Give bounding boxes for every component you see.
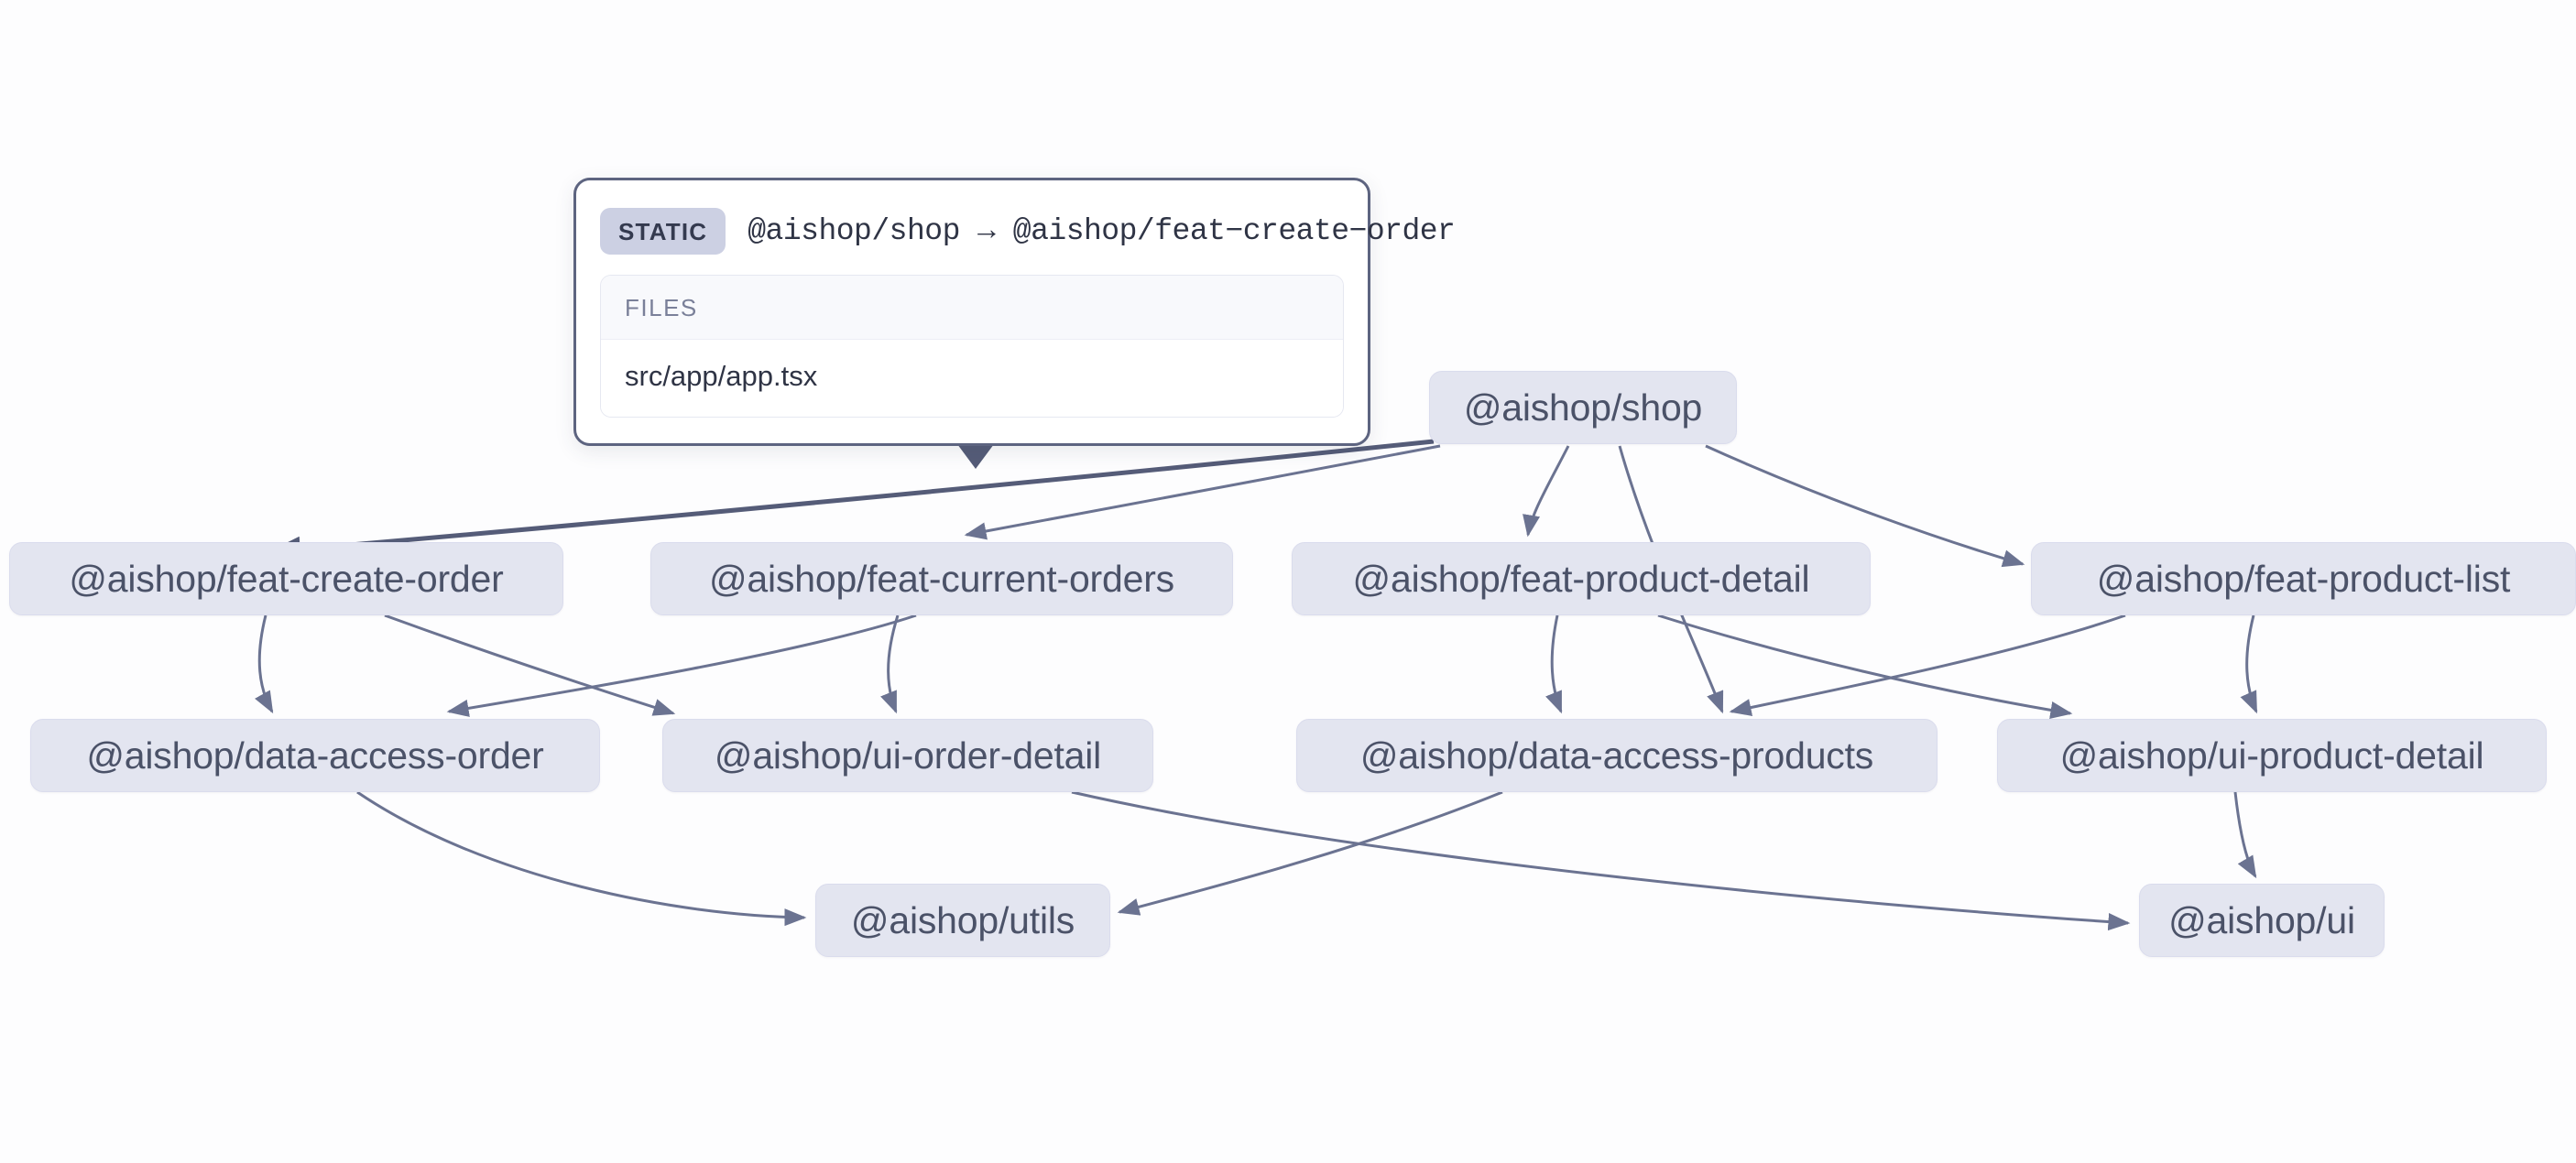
node-label: @aishop/feat-current-orders (709, 557, 1174, 600)
node-label: @aishop/utils (850, 898, 1075, 941)
node-utils[interactable]: @aishop/utils (815, 884, 1110, 957)
edge-feat-current-orders-to-ui-order-detail (880, 614, 900, 714)
node-label: @aishop/ui-product-detail (2059, 734, 2484, 777)
edge-data-access-products-to-utils (1117, 790, 1503, 916)
edge-data-access-order-to-utils (356, 790, 807, 927)
edge-ui-order-detail-to-ui (1071, 790, 2131, 931)
node-feat-product-list[interactable]: @aishop/feat-product-list (2031, 542, 2576, 615)
edge-feat-product-detail-to-data-access-products (1545, 614, 1563, 714)
node-label: @aishop/data-access-products (1359, 734, 1874, 777)
node-label: @aishop/ui-order-detail (714, 734, 1102, 777)
node-ui[interactable]: @aishop/ui (2139, 884, 2385, 957)
status-badge: STATIC (600, 208, 726, 255)
node-feat-product-detail[interactable]: @aishop/feat-product-detail (1292, 542, 1871, 615)
node-feat-create-order[interactable]: @aishop/feat-create-order (9, 542, 563, 615)
node-label: @aishop/feat-product-list (2096, 557, 2511, 600)
highlight-arrowhead-marker (957, 444, 994, 469)
node-data-access-products[interactable]: @aishop/data-access-products (1296, 719, 1937, 792)
node-label: @aishop/data-access-order (86, 734, 544, 777)
edge-detail-tooltip[interactable]: STATIC @aishop/shop → @aishop/feat−creat… (573, 178, 1456, 446)
tooltip-header: STATIC @aishop/shop → @aishop/feat−creat… (576, 180, 1456, 269)
edge-feat-product-detail-to-ui-product-detail (1657, 614, 2073, 719)
edge-feat-create-order-to-data-access-order (255, 614, 274, 714)
node-label: @aishop/feat-product-detail (1352, 557, 1810, 600)
node-label: @aishop/feat-create-order (69, 557, 504, 600)
edge-shop-to-feat-create-order-highlighted (268, 439, 1435, 562)
edge-feat-product-list-to-data-access-products (1729, 614, 2126, 716)
node-ui-order-detail[interactable]: @aishop/ui-order-detail (662, 719, 1153, 792)
node-data-access-order[interactable]: @aishop/data-access-order (30, 719, 600, 792)
edge-shop-to-feat-current-orders (964, 444, 1441, 540)
tooltip-title: @aishop/shop → @aishop/feat−create−order (748, 214, 1456, 248)
edge-ui-product-detail-to-ui (2233, 791, 2257, 879)
node-shop[interactable]: @aishop/shop (1429, 371, 1737, 444)
edge-feat-create-order-to-ui-order-detail (384, 614, 676, 716)
node-feat-current-orders[interactable]: @aishop/feat-current-orders (650, 542, 1233, 615)
edge-feat-current-orders-to-data-access-order (446, 614, 917, 717)
edge-feat-product-list-to-ui-product-detail (2240, 614, 2258, 714)
node-label: @aishop/ui (2168, 898, 2355, 941)
files-panel: FILES src/app/app.tsx (600, 275, 1344, 418)
files-panel-header: FILES (601, 276, 1343, 340)
node-label: @aishop/shop (1463, 386, 1703, 429)
edge-shop-to-feat-product-detail (1523, 445, 1570, 538)
node-ui-product-detail[interactable]: @aishop/ui-product-detail (1997, 719, 2547, 792)
file-list-item[interactable]: src/app/app.tsx (601, 340, 1343, 417)
